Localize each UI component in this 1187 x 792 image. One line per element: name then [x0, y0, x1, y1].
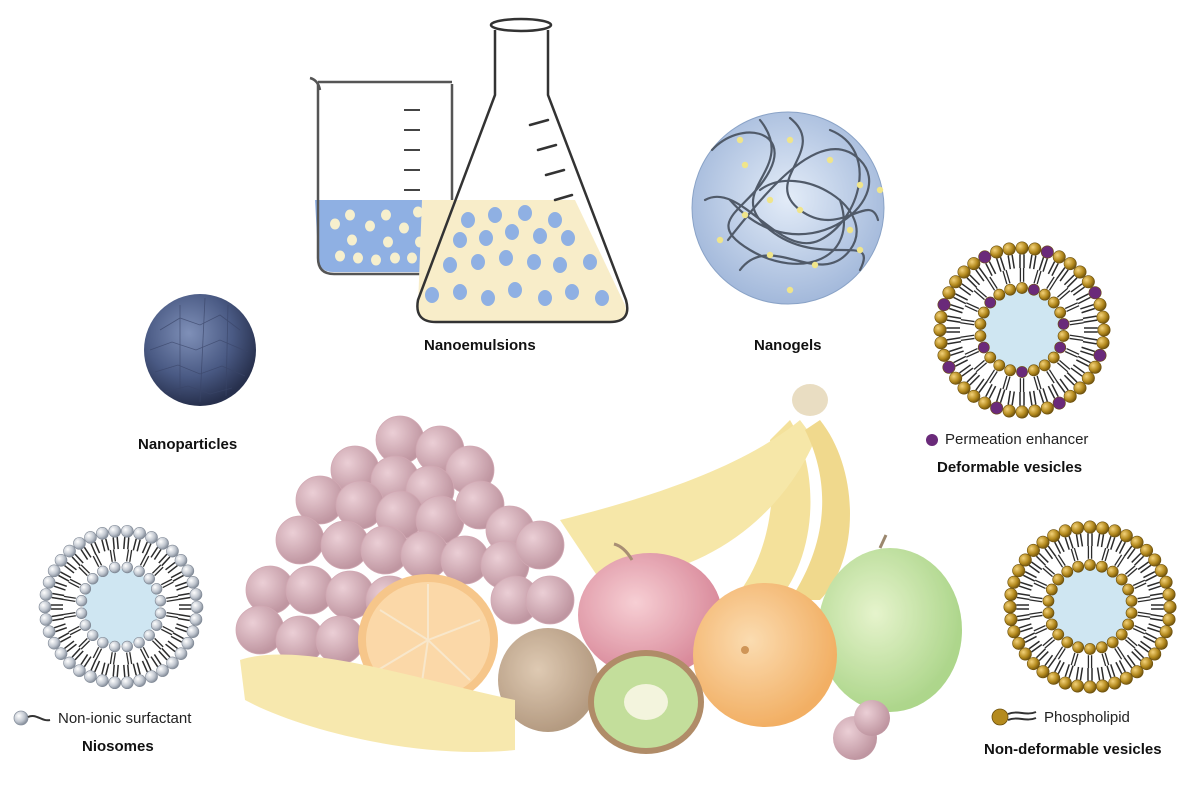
label-deformable-vesicles: Deformable vesicles [937, 459, 1082, 476]
phospholipid-icon [990, 706, 1038, 728]
nanoparticle-sphere [144, 294, 256, 406]
label-non-deformable-vesicles: Non-deformable vesicles [984, 741, 1162, 758]
legend-phospholipid: Phospholipid [990, 706, 1130, 728]
label-nanogels: Nanogels [754, 337, 822, 354]
non-deformable-vesicle [1003, 520, 1177, 694]
erlenmeyer-flask-icon [417, 19, 627, 322]
purple-dot-icon [925, 433, 939, 447]
nanogel-sphere [692, 112, 884, 304]
label-niosomes: Niosomes [82, 738, 154, 755]
legend-permeation-enhancer: Permeation enhancer [925, 431, 1088, 448]
niosome-vesicle [38, 524, 204, 690]
deformable-vesicle [933, 241, 1111, 419]
label-nanoemulsions: Nanoemulsions [424, 337, 536, 354]
legend-phospholipid-text: Phospholipid [1044, 709, 1130, 726]
legend-permeation-enhancer-text: Permeation enhancer [945, 431, 1088, 448]
legend-non-ionic-surfactant: Non-ionic surfactant [12, 708, 191, 728]
surfactant-icon [12, 708, 52, 728]
fruit-arrangement-image [236, 384, 962, 760]
label-nanoparticles: Nanoparticles [138, 436, 237, 453]
legend-non-ionic-surfactant-text: Non-ionic surfactant [58, 710, 191, 727]
